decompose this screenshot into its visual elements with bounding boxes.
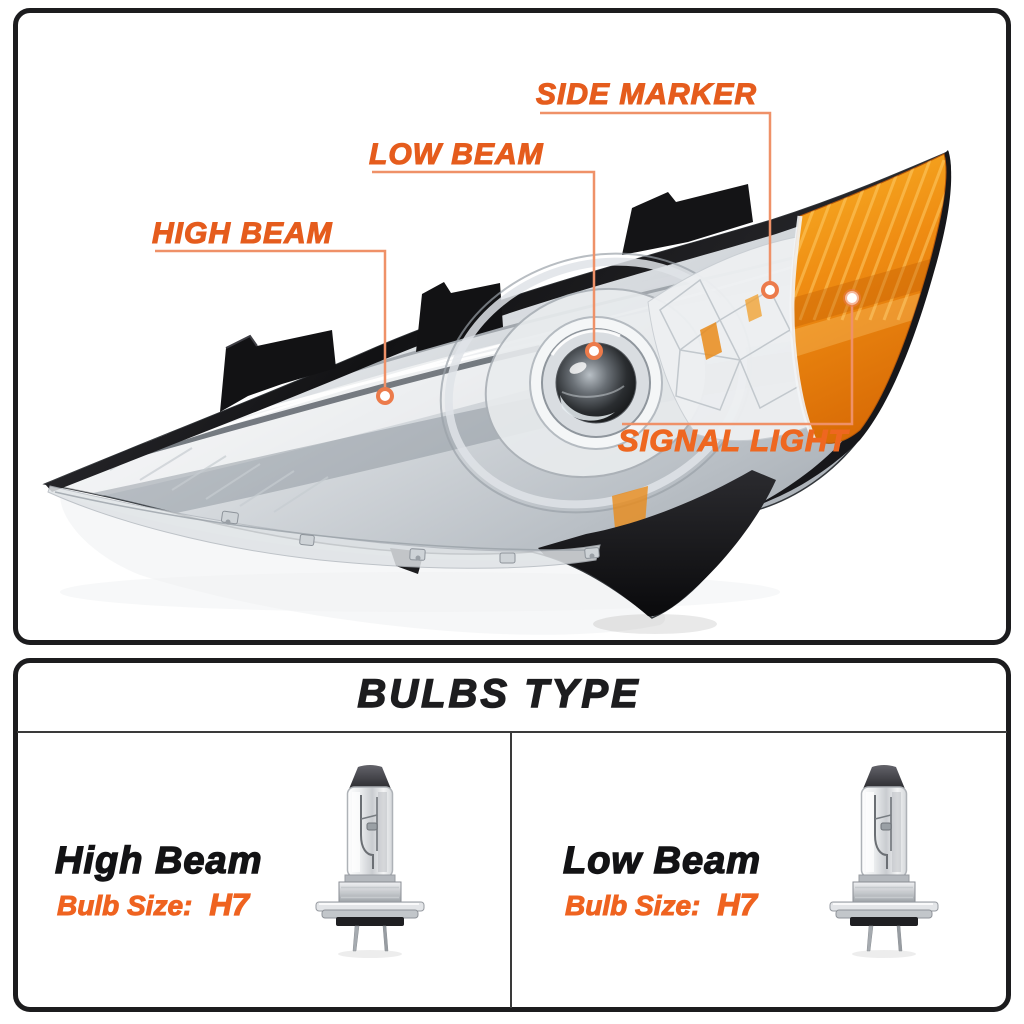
low-beam-bulb-size-row: Bulb Size: H7 bbox=[564, 887, 758, 922]
high-beam-bulb-size-label: Bulb Size: bbox=[56, 890, 193, 921]
high-beam-column-title: High Beam bbox=[54, 840, 263, 882]
label-low-beam: LOW BEAM bbox=[368, 138, 544, 171]
low-beam-bulb-size-value: H7 bbox=[717, 887, 758, 922]
high-beam-bulb-size-value: H7 bbox=[209, 887, 250, 922]
label-high-beam: HIGH BEAM bbox=[151, 217, 333, 250]
bulbs-panel-horizontal-divider bbox=[17, 731, 1007, 733]
high-beam-bulb-size-row: Bulb Size: H7 bbox=[56, 887, 250, 922]
low-beam-bulb-size-label: Bulb Size: bbox=[564, 890, 701, 921]
low-beam-column-title: Low Beam bbox=[562, 840, 762, 882]
bulbs-panel-vertical-divider bbox=[510, 733, 512, 1008]
bulbs-type-title: BULBS TYPE bbox=[357, 672, 641, 716]
label-side-marker: SIDE MARKER bbox=[535, 78, 758, 111]
label-signal-light: SIGNAL LIGHT bbox=[617, 423, 849, 458]
